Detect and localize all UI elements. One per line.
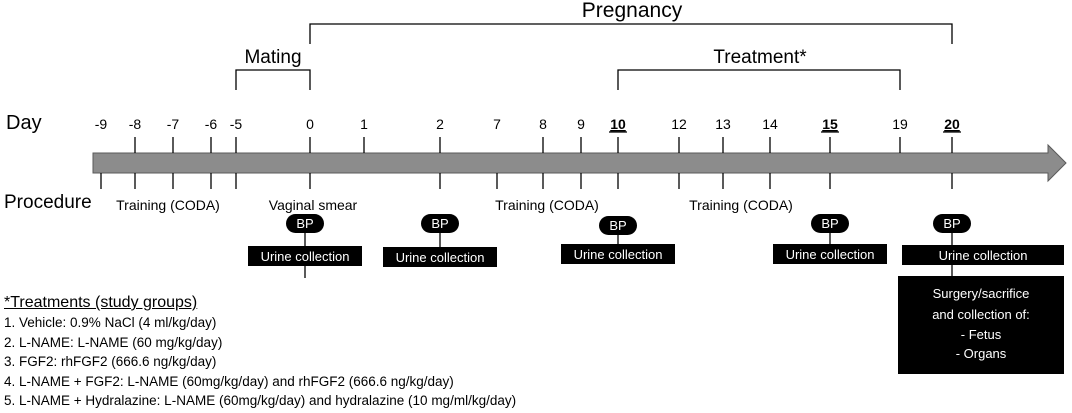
surgery-line-1: Surgery/sacrifice: [933, 286, 1030, 301]
training-label-3: Training (CODA): [689, 197, 793, 213]
urine-label: Urine collection: [786, 247, 875, 262]
pregnancy-label: Pregnancy: [582, 0, 683, 22]
urine-label: Urine collection: [939, 248, 1028, 263]
vaginal-smear-label: Vaginal smear: [269, 197, 358, 213]
bp-urine-day10: BP Urine collection: [561, 216, 675, 264]
pregnancy-bracket: [309, 23, 953, 44]
surgery-line-2: and collection of:: [932, 307, 1030, 322]
treatment-item-5: 5. L-NAME + Hydralazine: L-NAME (60mg/kg…: [4, 393, 517, 409]
bp-label: BP: [431, 216, 448, 231]
treatment-label: Treatment*: [713, 47, 807, 68]
bp-label: BP: [609, 218, 626, 233]
urine-box: [383, 247, 497, 267]
treatments-heading: *Treatments (study groups): [4, 294, 198, 311]
bp-pill: [811, 214, 849, 233]
urine-label: Urine collection: [574, 247, 663, 262]
bp-urine-day20: BP Urine collection Surgery/sacrifice an…: [898, 214, 1064, 374]
bp-label: BP: [296, 216, 313, 231]
bp-label: BP: [821, 216, 838, 231]
training-label-1: Training (CODA): [116, 197, 220, 213]
bp-pill: [421, 214, 459, 233]
day-label: 19: [892, 116, 908, 132]
urine-box: [561, 244, 675, 264]
bp-pill: [933, 214, 971, 233]
day-label: 9: [577, 116, 585, 132]
day-label: 10: [610, 116, 626, 132]
urine-box: [248, 246, 362, 266]
day-label: 14: [762, 116, 778, 132]
mating-bracket: [235, 69, 311, 90]
urine-label: Urine collection: [396, 250, 485, 265]
treatments-legend: *Treatments (study groups) 1. Vehicle: 0…: [4, 293, 516, 411]
timeline-arrow: [92, 143, 1067, 183]
day-label: 0: [306, 116, 314, 132]
day-ticks: [100, 131, 961, 189]
bp-label: BP: [943, 216, 960, 231]
urine-label: Urine collection: [261, 249, 350, 264]
day-label: -9: [95, 116, 108, 132]
mating-label: Mating: [244, 47, 301, 68]
day-label: 15: [822, 116, 838, 132]
treatment-item-3: 3. FGF2: rhFGF2 (666.6 ng/kg/day): [4, 354, 217, 370]
bp-urine-day15: BP Urine collection: [773, 214, 887, 264]
day-label: 7: [493, 116, 501, 132]
day-label: 1: [360, 116, 368, 132]
bp-urine-day2: BP Urine collection: [383, 214, 497, 267]
day-label: 13: [715, 116, 731, 132]
procedure-row-label: Procedure: [4, 192, 92, 213]
urine-box: [773, 244, 887, 264]
urine-box: [902, 245, 1064, 265]
day-label: 8: [539, 116, 547, 132]
surgery-line-4: - Organs: [956, 346, 1007, 361]
bp-pill: [286, 214, 324, 233]
day-label: -8: [129, 116, 142, 132]
day-label: 2: [436, 116, 444, 132]
day-row-label: Day: [6, 112, 42, 134]
day-label: -5: [230, 116, 243, 132]
surgery-line-3: - Fetus: [961, 327, 1002, 342]
day-label: -7: [167, 116, 180, 132]
bp-urine-day0: BP Urine collection: [248, 214, 362, 278]
treatment-item-1: 1. Vehicle: 0.9% NaCl (4 ml/kg/day): [4, 315, 217, 330]
treatment-bracket: [617, 69, 901, 90]
surgery-box: [898, 276, 1064, 374]
training-label-2: Training (CODA): [495, 197, 599, 213]
treatment-item-4: 4. L-NAME + FGF2: L-NAME (60mg/kg/day) a…: [4, 373, 454, 389]
day-label: -6: [205, 116, 218, 132]
day-label: 20: [944, 116, 960, 132]
day-label: 12: [671, 116, 687, 132]
treatment-item-2: 2. L-NAME: L-NAME (60 mg/kg/day): [4, 334, 223, 350]
bp-pill: [599, 216, 637, 235]
